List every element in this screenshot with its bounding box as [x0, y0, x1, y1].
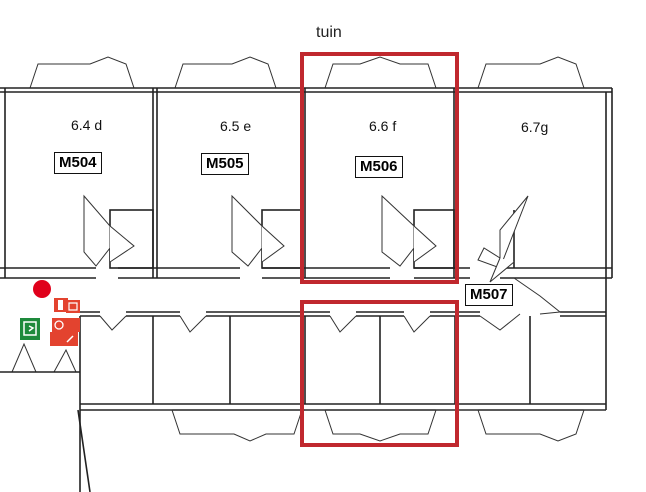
bay-windows-bottom [150, 409, 606, 442]
room-number-2: 6.5 e [220, 118, 251, 134]
room-number-3: 6.6 f [369, 118, 396, 134]
highlight-m506-lower [300, 300, 459, 447]
room-tag-m507: M507 [465, 284, 513, 306]
cubicles [109, 209, 515, 269]
bay-windows-top [0, 56, 610, 89]
door-swings [11, 194, 562, 373]
emergency-exit-icon [20, 318, 40, 340]
room-number-1: 6.4 d [71, 117, 102, 133]
corridor-walls [0, 267, 612, 317]
highlight-m506-upper [300, 52, 459, 284]
location-marker-icon [33, 280, 51, 298]
garden-label: tuin [316, 24, 342, 41]
fire-hose-icon [50, 318, 80, 346]
room-tag-m506: M506 [355, 156, 403, 178]
room-tag-m505: M505 [201, 153, 249, 175]
fire-extinguisher-icon [54, 298, 80, 313]
room-number-4: 6.7g [521, 119, 548, 135]
room-tag-m504: M504 [54, 152, 102, 174]
